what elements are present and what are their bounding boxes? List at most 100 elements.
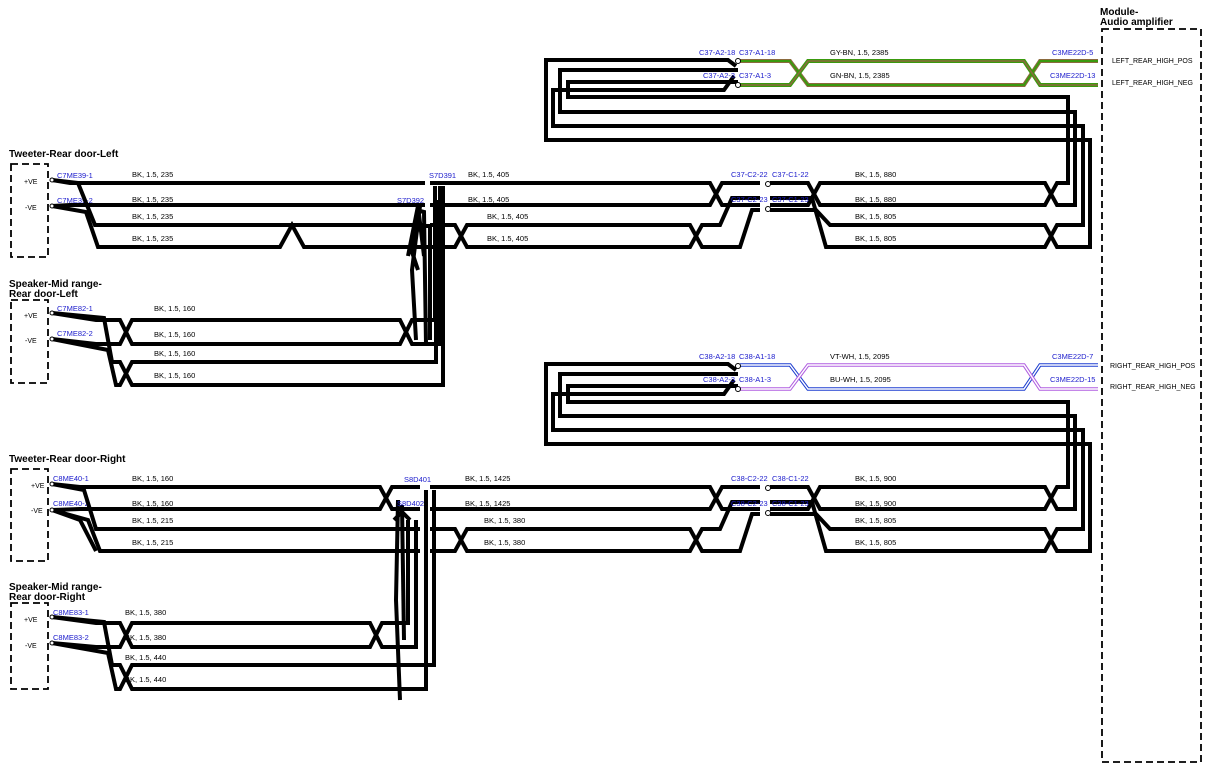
connector-label: C3ME22D-13 <box>1050 71 1095 80</box>
splice-label: S7D391 <box>429 171 456 180</box>
wire-label: BK, 1.5, 160 <box>154 304 195 313</box>
wire <box>51 490 428 691</box>
mid-left-title-2: Rear door-Left <box>9 289 79 300</box>
wire-label: BK, 1.5, 160 <box>154 349 195 358</box>
wire <box>51 482 420 531</box>
wire <box>551 74 1085 249</box>
connector-label: C37-A2-3 <box>703 71 735 80</box>
left-harness <box>51 58 1092 387</box>
wire-label: BK, 1.5, 440 <box>125 675 166 684</box>
tweeter-right-title: Tweeter-Rear door-Right <box>9 454 126 465</box>
wire <box>393 499 402 701</box>
mid-left-neg-label: -VE <box>25 338 37 345</box>
amplifier-pin-right-neg: RIGHT_REAR_HIGH_NEG <box>1110 384 1196 391</box>
mid-right-box <box>10 602 49 690</box>
pin-marker <box>49 507 55 513</box>
splice-label: S8D402 <box>397 499 424 508</box>
wire-label: BK, 1.5, 380 <box>125 608 166 617</box>
wire <box>51 203 425 208</box>
right-amplifier-wires <box>740 363 1098 391</box>
wire <box>430 208 760 249</box>
connector-label: C38-A2-18 <box>699 352 735 361</box>
pin-marker <box>49 614 55 620</box>
wire <box>51 490 436 691</box>
tweeter-right-component: Tweeter-Rear door-Right +VE -VE C8ME40-1… <box>9 454 126 562</box>
connector-label: C37-C2-22 <box>731 170 768 179</box>
wire-label: BK, 1.5, 235 <box>132 195 173 204</box>
wire-label: BK, 1.5, 805 <box>855 538 896 547</box>
mid-left-box <box>10 299 49 384</box>
splice-label: S8D401 <box>404 475 431 484</box>
tweeter-right-neg-label: -VE <box>31 508 43 515</box>
mid-left-connector-2: C7ME82-2 <box>57 329 93 338</box>
wire-label: BK, 1.5, 440 <box>125 653 166 662</box>
wire-gn-bn-stripe <box>740 60 1098 86</box>
wire <box>51 200 438 387</box>
tweeter-left-pos-label: +VE <box>24 179 38 186</box>
pin-marker <box>765 206 771 212</box>
wire <box>51 178 425 185</box>
pin-marker <box>49 481 55 487</box>
wire-label: BK, 1.5, 380 <box>125 633 166 642</box>
wire <box>51 482 420 511</box>
pin-marker <box>735 386 741 392</box>
pin-marker <box>49 640 55 646</box>
wire <box>430 181 760 207</box>
tweeter-right-pos-label: +VE <box>31 483 45 490</box>
tweeter-left-connector-2: C7ME39-2 <box>57 196 93 205</box>
connector-label: C3ME22D-5 <box>1052 48 1093 57</box>
mid-right-neg-label: -VE <box>25 643 37 650</box>
wire-label: BK, 1.5, 405 <box>468 195 509 204</box>
mid-right-title-1: Speaker-Mid range- <box>9 582 102 593</box>
splice-label: S7D392 <box>397 196 424 205</box>
wire-label: BK, 1.5, 235 <box>132 212 173 221</box>
wire <box>430 512 760 553</box>
wire-label: GY-BN, 1.5, 2385 <box>830 48 889 57</box>
connector-label: C37-C1-22 <box>772 170 809 179</box>
connector-label: C38-C1-23 <box>772 499 809 508</box>
amplifier-pin-left-neg: LEFT_REAR_HIGH_NEG <box>1112 80 1193 87</box>
wire-label: BK, 1.5, 215 <box>132 516 173 525</box>
wire-label: BK, 1.5, 805 <box>855 234 896 243</box>
connector-label: C38-A1-18 <box>739 352 775 361</box>
mid-right-connector-1: C8ME83-1 <box>53 608 89 617</box>
wire-label: BK, 1.5, 160 <box>154 330 195 339</box>
wire <box>409 205 422 341</box>
tweeter-left-title: Tweeter-Rear door-Left <box>9 149 119 160</box>
wire-label: BK, 1.5, 160 <box>132 474 173 483</box>
wire <box>392 509 412 522</box>
connector-label: C38-C2-22 <box>731 474 768 483</box>
connector-label: C38-C2-23 <box>731 499 768 508</box>
wire-label: BK, 1.5, 900 <box>855 474 896 483</box>
tweeter-left-connector-1: C7ME39-1 <box>57 171 93 180</box>
connector-label: C38-A1-3 <box>739 375 771 384</box>
tweeter-left-box <box>10 163 49 258</box>
wire-vt-wh-inner <box>740 364 1098 390</box>
wire <box>51 178 425 227</box>
wire <box>430 485 760 511</box>
pin-marker <box>765 510 771 516</box>
wire <box>544 362 1092 553</box>
connector-label: C37-A2-18 <box>699 48 735 57</box>
wire <box>51 186 445 387</box>
wire-label: BK, 1.5, 405 <box>487 212 528 221</box>
pin-marker <box>49 203 55 209</box>
wire-label: BK, 1.5, 380 <box>484 516 525 525</box>
wire-label: BK, 1.5, 900 <box>855 499 896 508</box>
mid-left-title-1: Speaker-Mid range- <box>9 279 102 290</box>
tweeter-right-box <box>10 468 49 562</box>
wire-label: BK, 1.5, 405 <box>487 234 528 243</box>
pin-marker <box>49 310 55 316</box>
mid-right-component: Speaker-Mid range- Rear door-Right +VE -… <box>9 582 102 690</box>
wire-label: BK, 1.5, 880 <box>855 170 896 179</box>
wire-label: BK, 1.5, 235 <box>132 234 173 243</box>
wire <box>544 58 1092 249</box>
connector-label: C37-A1-18 <box>739 48 775 57</box>
wire-gy-bn-stripe <box>740 60 1098 86</box>
wire-label: BK, 1.5, 160 <box>132 499 173 508</box>
wire <box>406 205 426 257</box>
mid-left-connector-1: C7ME82-1 <box>57 304 93 313</box>
connector-label: C38-C1-22 <box>772 474 809 483</box>
left-amplifier-wires <box>740 59 1098 87</box>
right-harness <box>51 362 1092 701</box>
